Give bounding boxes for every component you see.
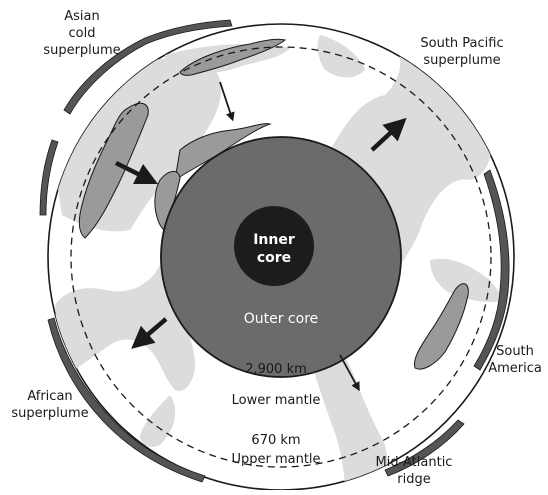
slab-upper-left: [78, 102, 149, 239]
label-inner-core-1: Inner: [253, 232, 295, 248]
label-south-pacific-2: superplume: [423, 53, 500, 68]
flow-arrows: [114, 81, 407, 392]
slab-core-top: [174, 123, 272, 182]
african-plume-lower: [140, 395, 176, 447]
african-plume-region: [55, 265, 195, 391]
label-inner-core-2: core: [257, 250, 291, 266]
depth-670-label-bg: [246, 432, 306, 448]
label-upper-mantle: Upper mantle: [231, 452, 320, 467]
label-lower-mantle: Lower mantle: [232, 393, 321, 408]
label-depth-670: 670 km: [251, 433, 300, 448]
label-mid-atlantic-2: ridge: [397, 472, 430, 487]
label-south-pacific-1: South Pacific: [420, 36, 503, 51]
boundary-670km: [70, 46, 492, 468]
crust-right: [473, 169, 510, 371]
label-asian-3: superplume: [43, 43, 120, 58]
label-outer-core: Outer core: [244, 311, 319, 327]
label-african-1: African: [27, 389, 72, 404]
label-asian-2: cold: [69, 26, 96, 41]
crust-lower-left: [47, 317, 206, 483]
crust-left: [39, 139, 59, 216]
arrow-mid-atlantic: [339, 354, 360, 392]
inner-core: [234, 206, 314, 286]
crust-bottom-right: [384, 419, 465, 477]
arrow-african: [131, 317, 168, 349]
label-african-2: superplume: [11, 406, 88, 421]
mid-atlantic-plume-region: [311, 335, 395, 490]
label-depth-2900: 2,900 km: [245, 362, 307, 377]
label-asian-1: Asian: [64, 9, 99, 24]
label-mid-atlantic-1: Mid-Atlantic: [376, 455, 453, 470]
label-south-america-1: South: [496, 344, 534, 359]
crust-rim: [39, 19, 510, 483]
diagram-labels: Asian cold superplume South Pacific supe…: [11, 9, 542, 487]
south-america-plume-region: [430, 258, 505, 303]
arrow-asian-down: [219, 81, 235, 122]
arrow-to-core: [114, 160, 159, 185]
label-south-america-2: America: [488, 361, 542, 376]
slab-south-america: [413, 283, 469, 370]
crust-upper-left: [63, 19, 233, 115]
arrow-south-pacific: [370, 117, 407, 152]
